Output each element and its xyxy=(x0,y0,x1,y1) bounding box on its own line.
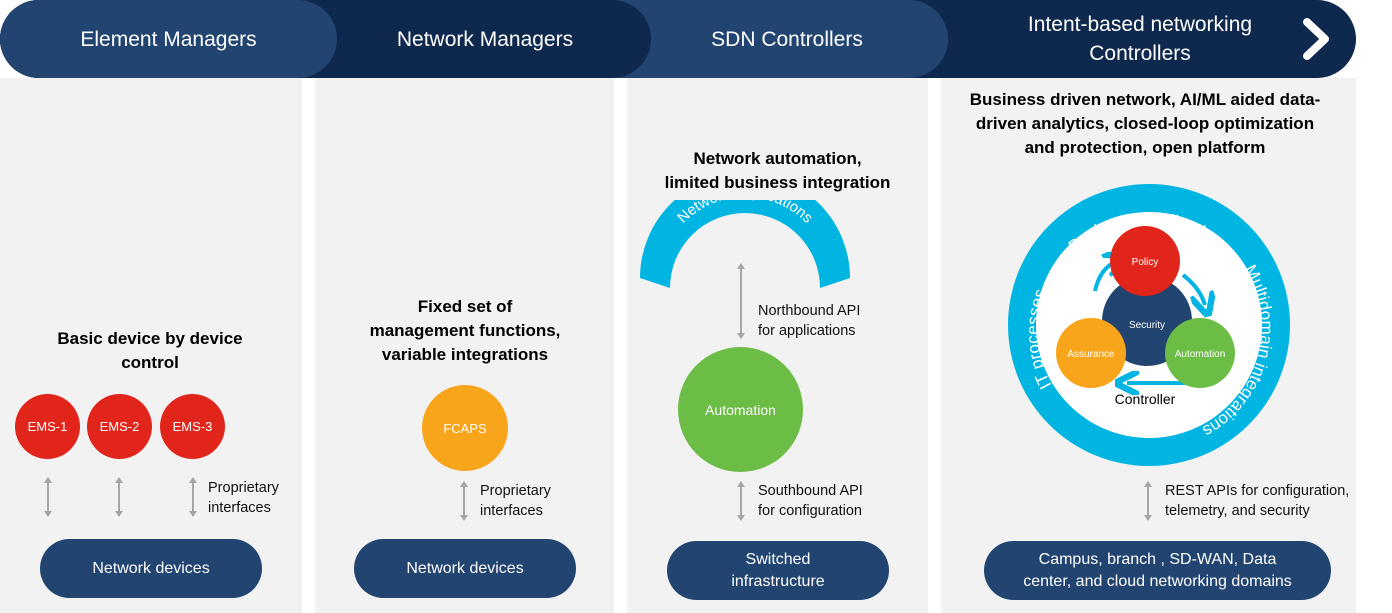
security-label: Security xyxy=(1129,320,1165,331)
node-label: EMS-3 xyxy=(172,419,213,434)
pill-line: Campus, branch , SD-WAN, Data xyxy=(1038,550,1277,568)
bidirectional-arrow-icon xyxy=(736,262,746,340)
ems-2-node: EMS-2 xyxy=(87,394,152,459)
pill-label: Network devices xyxy=(406,559,524,577)
chevron-right-icon[interactable] xyxy=(1297,16,1337,62)
node-label: EMS-1 xyxy=(27,419,68,434)
stage-tab-element-managers-label: Element Managers xyxy=(80,27,257,51)
policy-node xyxy=(1110,226,1180,296)
node-label: Automation xyxy=(705,401,776,418)
northbound-api-note: Northbound API for applications xyxy=(758,301,860,341)
panel-element-managers xyxy=(0,78,302,613)
heading-line: variable integrations xyxy=(381,345,549,364)
bidirectional-arrow-icon xyxy=(43,476,53,518)
note-line: interfaces xyxy=(480,503,543,519)
heading-line: Basic device by device xyxy=(57,329,243,348)
southbound-api-note: Southbound API for configuration xyxy=(758,481,863,521)
pill-line: center, and cloud networking domains xyxy=(1023,572,1292,590)
policy-label: Policy xyxy=(1132,257,1159,268)
note-line: telemetry, and security xyxy=(1165,503,1310,519)
panel-network-managers xyxy=(315,78,614,613)
bidirectional-arrow-icon xyxy=(188,476,198,518)
panel-sdn-controllers xyxy=(627,78,928,613)
pill-line: infrastructure xyxy=(731,572,825,590)
automation-node xyxy=(1165,318,1235,388)
automation-node: Automation xyxy=(678,347,803,472)
col4-heading: Business driven network, AI/ML aided dat… xyxy=(945,88,1345,160)
controller-caption: Controller xyxy=(1115,391,1176,407)
node-label: EMS-2 xyxy=(99,419,140,434)
heading-line: Fixed set of xyxy=(417,297,513,316)
stage-label: Intent-based networking Controllers xyxy=(1027,13,1253,65)
pill-label: Network devices xyxy=(92,559,210,577)
fcaps-node: FCAPS xyxy=(422,385,508,471)
heading-line: limited business integration xyxy=(664,173,891,192)
heading-line: Network automation, xyxy=(693,149,862,168)
note-line: Southbound API xyxy=(758,483,863,499)
ems-1-node: EMS-1 xyxy=(15,394,80,459)
bidirectional-arrow-icon xyxy=(1143,480,1153,522)
col1-base-pill: Network devices xyxy=(40,539,262,598)
assurance-node xyxy=(1056,318,1126,388)
col2-interface-note: Proprietary interfaces xyxy=(480,481,551,521)
note-line: Proprietary xyxy=(480,483,551,499)
bidirectional-arrow-icon xyxy=(459,480,469,522)
note-line: REST APIs for configuration, xyxy=(1165,483,1350,499)
bidirectional-arrow-icon xyxy=(114,476,124,518)
assurance-label: Assurance xyxy=(1067,349,1115,360)
stage-tab-sdn-label: SDN Controllers xyxy=(711,27,863,51)
node-label: FCAPS xyxy=(443,420,487,436)
heading-line: management functions, xyxy=(369,321,561,340)
note-line: interfaces xyxy=(208,500,271,516)
col2-heading: Fixed set of management functions, varia… xyxy=(330,295,600,367)
automation-label: Automation xyxy=(1175,349,1226,360)
col4-base-pill: Campus, branch , SD-WAN, Data center, an… xyxy=(984,541,1331,600)
pill-line: Switched xyxy=(745,550,811,568)
col1-heading: Basic device by device control xyxy=(20,327,280,375)
ibn-controller-diagram: Business applications Multidomain integr… xyxy=(1008,184,1290,466)
col3-base-pill: Switched infrastructure xyxy=(667,541,889,600)
note-line: for applications xyxy=(758,323,856,339)
cycle-arrow-icon xyxy=(1181,273,1205,305)
col2-base-pill: Network devices xyxy=(354,539,576,598)
heading-line: driven analytics, closed-loop optimizati… xyxy=(975,114,1315,133)
heading-line: and protection, open platform xyxy=(1024,138,1266,157)
heading-line: control xyxy=(121,353,179,372)
ems-3-node: EMS-3 xyxy=(160,394,225,459)
note-line: for configuration xyxy=(758,503,862,519)
bidirectional-arrow-icon xyxy=(736,480,746,522)
stage-tab-network-managers-label: Network Managers xyxy=(396,27,574,51)
network-applications-arc: Network applications xyxy=(640,200,850,288)
col3-heading: Network automation, limited business int… xyxy=(640,147,915,195)
heading-line: Business driven network, AI/ML aided dat… xyxy=(969,90,1321,109)
note-line: Northbound API xyxy=(758,303,861,319)
col1-interface-note: Proprietary interfaces xyxy=(208,478,279,518)
stage-tab-ibn-label: Intent-based networking Controllers xyxy=(965,0,1315,78)
stage-tab-element-managers[interactable]: Element Managers xyxy=(0,0,337,78)
rest-api-note: REST APIs for configuration, telemetry, … xyxy=(1165,481,1349,521)
note-line: Proprietary xyxy=(208,480,279,496)
